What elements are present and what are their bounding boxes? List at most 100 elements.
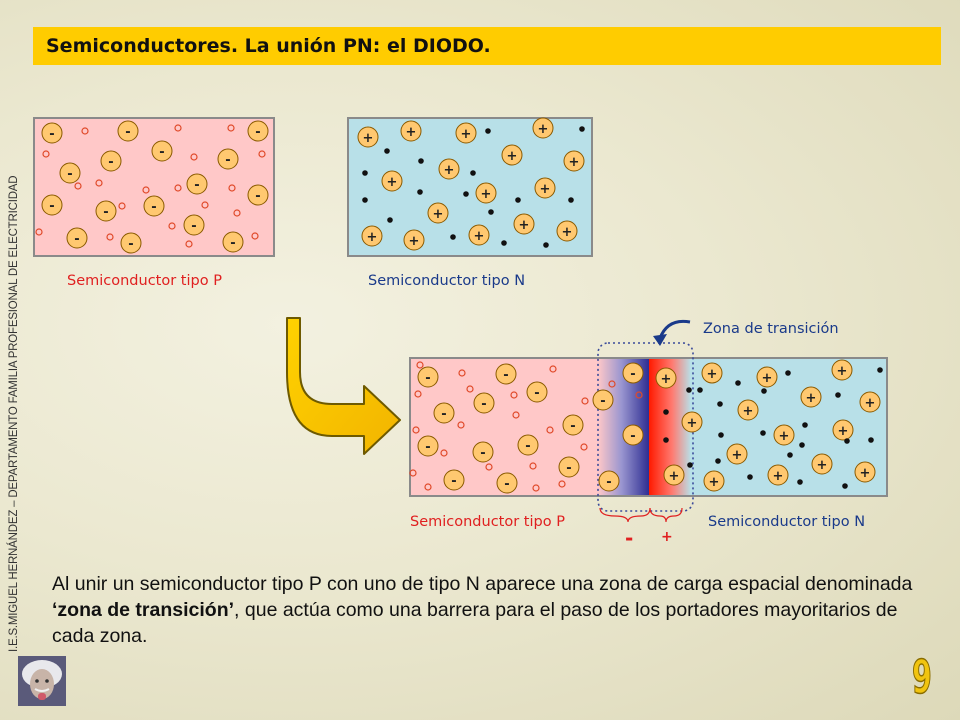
- svg-text:-: -: [125, 125, 130, 140]
- donor-ion: +: [513, 213, 535, 235]
- donor-ion: +: [854, 461, 876, 483]
- electron-carrier: [697, 387, 703, 393]
- acceptor-ion: -: [120, 232, 142, 254]
- electron-carrier: [418, 158, 424, 164]
- acceptor-ion: -: [186, 173, 208, 195]
- hole-carrier: [74, 182, 82, 190]
- acceptor-ion: -: [473, 392, 495, 414]
- label-p-bottom: Semiconductor tipo P: [410, 514, 565, 530]
- electron-carrier: [802, 422, 808, 428]
- svg-text:-: -: [194, 178, 199, 193]
- acceptor-ion: -: [151, 140, 173, 162]
- electron-carrier: [488, 209, 494, 215]
- donor-ion: +: [811, 453, 833, 475]
- hole-carrier: [529, 462, 537, 470]
- hole-carrier: [580, 443, 588, 451]
- electron-carrier: [842, 483, 848, 489]
- acceptor-ion: -: [495, 363, 517, 385]
- svg-text:-: -: [225, 153, 230, 168]
- hole-carrier: [546, 426, 554, 434]
- acceptor-ion: -: [66, 227, 88, 249]
- svg-text:+: +: [519, 218, 530, 233]
- acceptor-ion: -: [417, 366, 439, 388]
- svg-text:-: -: [108, 155, 113, 170]
- svg-text:-: -: [74, 232, 79, 247]
- donor-ion: +: [832, 419, 854, 441]
- depletion-acceptor-ion: -: [622, 362, 644, 384]
- hole-carrier: [510, 391, 518, 399]
- hole-carrier: [174, 184, 182, 192]
- electron-carrier: [384, 148, 390, 154]
- donor-ion: +: [455, 122, 477, 144]
- acceptor-ion: -: [517, 434, 539, 456]
- electron-carrier: [787, 452, 793, 458]
- p-bottom-holes: [409, 361, 643, 492]
- donor-ion: +: [756, 366, 778, 388]
- electron-carrier: [686, 387, 692, 393]
- electron-carrier: [747, 474, 753, 480]
- donor-ion: +: [403, 229, 425, 251]
- svg-text:+: +: [406, 125, 417, 140]
- electron-carrier: [718, 432, 724, 438]
- electron-carrier: [485, 128, 491, 134]
- donor-ion: +: [361, 225, 383, 247]
- electron-carrier: [515, 197, 521, 203]
- hole-carrier: [201, 201, 209, 209]
- hole-carrier: [174, 124, 182, 132]
- label-n-top: Semiconductor tipo N: [368, 273, 525, 289]
- hole-carrier: [42, 150, 50, 158]
- svg-text:+: +: [540, 182, 551, 197]
- svg-text:-: -: [159, 145, 164, 160]
- electron-carrier: [715, 458, 721, 464]
- acceptor-ion: -: [247, 120, 269, 142]
- hole-carrier: [95, 179, 103, 187]
- svg-text:-: -: [49, 199, 54, 214]
- svg-text:+: +: [367, 230, 378, 245]
- acceptor-ion: -: [217, 148, 239, 170]
- minus-sign: -: [625, 526, 633, 550]
- n-bottom-ions: ++++++++++++++++: [655, 359, 881, 492]
- svg-text:+: +: [481, 187, 492, 202]
- hole-carrier: [457, 421, 465, 429]
- electron-carrier: [799, 442, 805, 448]
- svg-text:+: +: [363, 131, 374, 146]
- zone-pointer-head-icon: [653, 334, 667, 346]
- donor-ion: +: [701, 362, 723, 384]
- electron-carrier: [844, 438, 850, 444]
- electron-carrier: [717, 401, 723, 407]
- electron-carrier: [663, 437, 669, 443]
- hole-carrier: [228, 184, 236, 192]
- acceptor-ion: -: [562, 414, 584, 436]
- hole-carrier: [251, 232, 259, 240]
- acceptor-ion: -: [95, 200, 117, 222]
- svg-text:-: -: [630, 367, 635, 382]
- acceptor-ion: -: [183, 214, 205, 236]
- svg-text:-: -: [503, 368, 508, 383]
- hole-carrier: [258, 150, 266, 158]
- hole-carrier: [233, 209, 241, 217]
- p-top-ions: ----------------: [41, 120, 269, 254]
- acceptor-ion: -: [41, 122, 63, 144]
- electron-carrier: [761, 388, 767, 394]
- depletion-donor-ion: +: [663, 464, 685, 486]
- electron-carrier: [663, 409, 669, 415]
- depletion-donor-ion: +: [681, 411, 703, 433]
- svg-text:+: +: [409, 234, 420, 249]
- electron-carrier: [785, 370, 791, 376]
- svg-text:-: -: [525, 439, 530, 454]
- svg-text:+: +: [569, 155, 580, 170]
- hole-carrier: [549, 365, 557, 373]
- hole-carrier: [416, 361, 424, 369]
- svg-text:+: +: [562, 225, 573, 240]
- svg-text:+: +: [743, 404, 754, 419]
- donor-ion: +: [800, 386, 822, 408]
- electron-carrier: [543, 242, 549, 248]
- curved-arrow-icon: [286, 317, 401, 455]
- body-paragraph: Al unir un semiconductor tipo P con uno …: [52, 571, 922, 649]
- hole-carrier: [168, 222, 176, 230]
- electron-carrier: [735, 380, 741, 386]
- svg-text:+: +: [838, 424, 849, 439]
- plus-sign: +: [661, 529, 673, 545]
- hole-carrier: [106, 233, 114, 241]
- acceptor-ion: -: [443, 469, 465, 491]
